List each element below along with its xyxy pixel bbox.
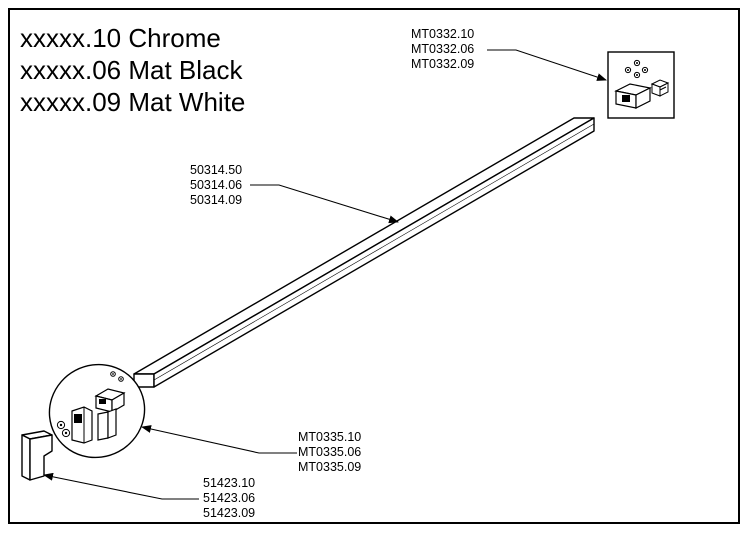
part-number: 51423.09 [203, 506, 256, 520]
callout-top-bracket: MT0332.10 MT0332.06 MT0332.09 [411, 27, 474, 72]
callout-bar: 50314.50 50314.06 50314.09 [190, 163, 242, 208]
part-number: MT0332.09 [411, 57, 475, 71]
finish-mat-black: xxxxx.06 Mat Black [20, 55, 243, 85]
leader-lines [43, 49, 607, 500]
part-number: MT0332.10 [411, 27, 475, 41]
part-number: MT0335.10 [298, 430, 362, 444]
part-number: MT0335.06 [298, 445, 362, 459]
part-number: 51423.06 [203, 491, 256, 505]
part-number: MT0335.09 [298, 460, 362, 474]
part-number: 51423.10 [203, 476, 256, 490]
part-number: 50314.09 [190, 193, 243, 207]
drawing-frame [8, 8, 740, 524]
callout-end-cap: 51423.10 51423.06 51423.09 [203, 476, 255, 521]
part-number: 50314.06 [190, 178, 243, 192]
bar-profile [133, 117, 595, 388]
callout-bottom-bracket: MT0335.10 MT0335.06 MT0335.09 [298, 430, 361, 475]
bottom-bracket-detail [48, 363, 146, 459]
finish-chrome: xxxxx.10 Chrome [20, 23, 221, 53]
part-number: MT0332.06 [411, 42, 475, 56]
end-cap [21, 430, 53, 481]
part-number: 50314.50 [190, 163, 243, 177]
finish-mat-white: xxxxx.09 Mat White [20, 87, 246, 117]
top-bracket-detail [607, 51, 675, 119]
